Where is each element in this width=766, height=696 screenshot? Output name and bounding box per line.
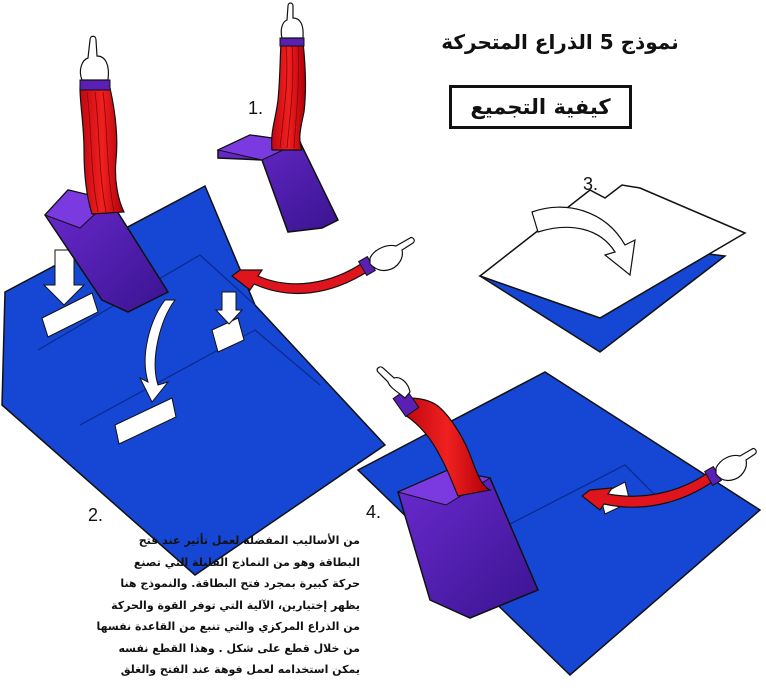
description-line: البطاقة وهو من النماذج القليلة التي تصنع <box>70 552 360 574</box>
description-line: يمكن استخدامه لعمل فوهة عند الفتح والغلق <box>70 659 360 681</box>
step4-hand-icon <box>377 367 410 398</box>
step1-arm-piece <box>218 3 338 232</box>
step2-pointing-arm <box>232 262 370 293</box>
step-2-label: 2. <box>88 505 103 526</box>
step2-hand-icon <box>80 36 108 80</box>
step4-hand-right-icon <box>716 449 756 481</box>
step2-blue-card <box>2 186 385 575</box>
step1-hand-icon <box>281 3 303 38</box>
description-line: من خلال قطع على شكل . وهذا القطع نفسه <box>70 638 360 660</box>
step3-card <box>480 185 745 352</box>
subtitle-box: كيفية التجميع <box>449 85 632 129</box>
step2-hand-right-icon <box>370 238 414 271</box>
step2-card <box>2 36 414 575</box>
step4-card <box>358 367 760 675</box>
description-line: يظهر إختيارين، الآلية التي توفر القوة وا… <box>70 595 360 617</box>
description-line: حركة كبيرة بمجرد فتح البطاقة. والنموذج ه… <box>70 573 360 595</box>
description-line: من الذراع المركزي والتي تنبع من القاعدة … <box>70 616 360 638</box>
step-1-label: 1. <box>248 98 263 119</box>
step-3-label: 3. <box>583 174 598 195</box>
page-title: نموذج 5 الذراع المتحركة <box>410 30 710 54</box>
description-text: من الأساليب المفضلة لعمل تأثير عند فتح ا… <box>70 530 360 681</box>
description-line: من الأساليب المفضلة لعمل تأثير عند فتح <box>70 530 360 552</box>
step-4-label: 4. <box>366 502 381 523</box>
